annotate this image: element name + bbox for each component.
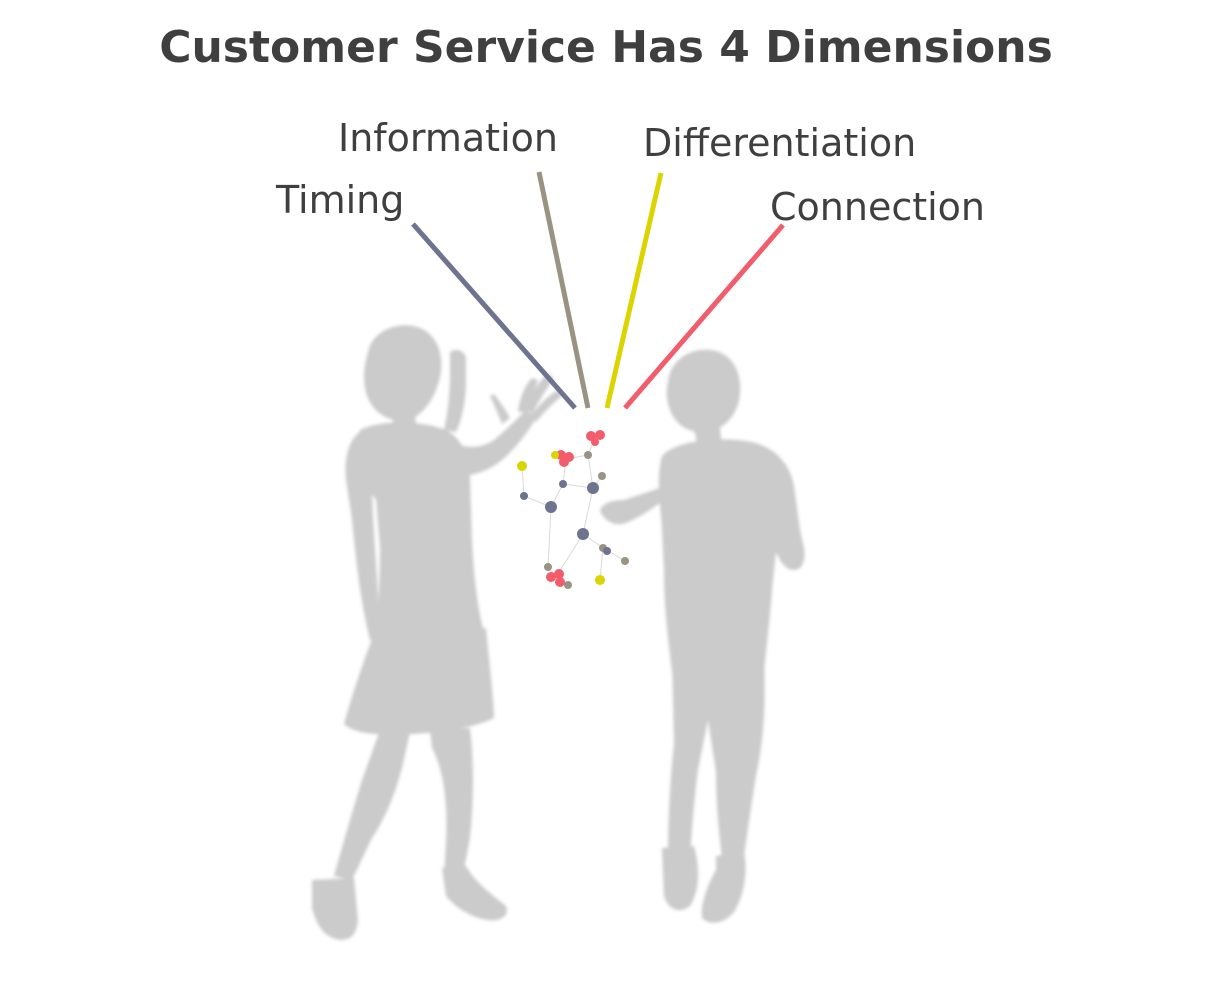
- node-connection: [559, 457, 569, 467]
- node-differentiation: [595, 575, 605, 585]
- man-silhouette: [600, 349, 805, 923]
- node-information: [544, 563, 552, 571]
- page-title: Customer Service Has 4 Dimensions: [159, 22, 1053, 73]
- label-information: Information: [338, 116, 558, 160]
- node-timing: [587, 482, 599, 494]
- node-timing: [520, 492, 528, 500]
- line-differentiation: [604, 172, 664, 409]
- node-information: [584, 451, 592, 459]
- line-connection: [623, 223, 785, 410]
- label-differentiation: Differentiation: [643, 121, 917, 165]
- node-connection: [595, 430, 605, 440]
- node-timing: [559, 480, 567, 488]
- node-timing: [577, 528, 589, 540]
- node-timing: [545, 501, 557, 513]
- node-connection: [554, 569, 564, 579]
- node-information: [598, 472, 606, 480]
- line-information: [536, 171, 591, 409]
- network-nodes: [517, 430, 629, 589]
- node-connection: [546, 572, 556, 582]
- label-connection: Connection: [770, 185, 986, 229]
- node-differentiation: [517, 461, 527, 471]
- line-timing: [411, 222, 577, 410]
- woman-silhouette: [312, 325, 562, 940]
- node-timing: [603, 547, 611, 555]
- node-information: [564, 581, 572, 589]
- node-connection: [591, 438, 599, 446]
- label-timing: Timing: [276, 178, 405, 222]
- node-differentiation: [551, 451, 559, 459]
- pointer-lines: [411, 171, 785, 410]
- network-graph: [517, 430, 629, 589]
- node-connection: [555, 577, 565, 587]
- node-information: [621, 557, 629, 565]
